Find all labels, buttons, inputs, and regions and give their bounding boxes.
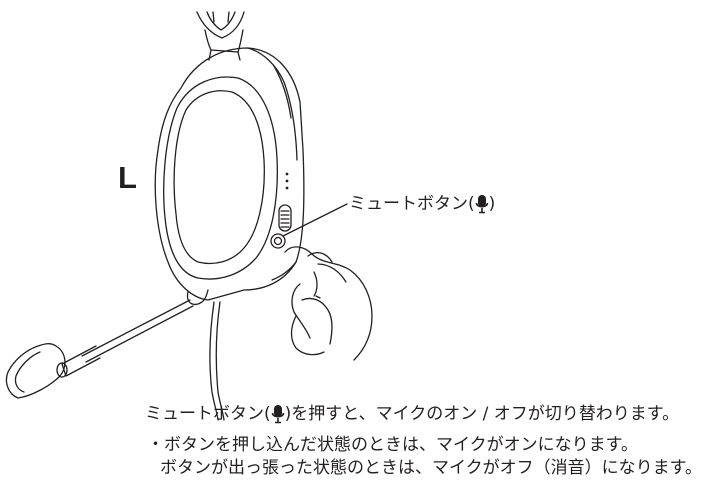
ear-cup-shell	[154, 47, 305, 301]
mute-button-callout: ミュートボタン( )	[349, 192, 495, 216]
callout-leader-line	[282, 203, 348, 237]
left-side-label: L	[118, 160, 137, 195]
volume-wheel	[278, 204, 292, 232]
caption-bullet-pressed: ・ボタンを押し込んだ状態のときは、マイクがオンになります。	[147, 435, 638, 455]
mute-button	[270, 233, 286, 249]
microphone-icon	[475, 195, 488, 214]
callout-text-suffix: )	[488, 194, 496, 214]
microphone-icon	[271, 405, 284, 424]
caption-bullet-released: ボタンが出っ張った状態のときは、マイクがオフ（消音）になります。	[160, 458, 702, 478]
pressing-hand	[284, 246, 373, 361]
caption-main-suffix: )を押すと、マイクのオン / オフが切り替わります。	[284, 404, 680, 424]
status-led-dots	[285, 172, 289, 190]
headset-cable	[209, 301, 219, 421]
ear-cup-rim	[247, 47, 298, 161]
boom-microphone	[5, 289, 209, 399]
caption-main: ミュートボタン( )を押すと、マイクのオン / オフが切り替わります。	[145, 402, 679, 426]
ear-pad	[163, 76, 278, 280]
caption-main-prefix: ミュートボタン(	[145, 404, 271, 424]
callout-text-prefix: ミュートボタン(	[349, 194, 475, 214]
